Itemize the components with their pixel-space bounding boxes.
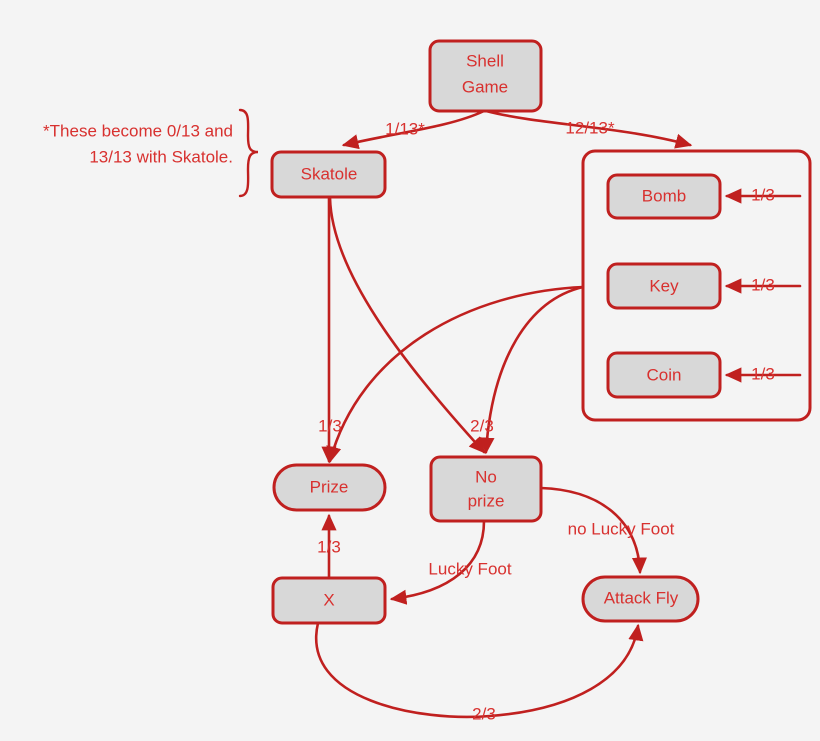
node-no-prize[interactable] [429,455,543,523]
edge-label-skatole-to-prize: 1/3 [318,416,342,435]
edge-x-to-attackfly [314,621,644,719]
node-bomb[interactable] [606,173,722,220]
edge-noprize-to-attackfly [539,486,648,575]
node-key[interactable] [606,262,722,310]
edge-group-to-noprize [479,285,585,455]
node-no-prize-label-line2: prize [468,491,505,510]
edge-label-bomb-input: 1/3 [751,185,775,204]
node-skatole[interactable] [270,150,387,199]
edge-label-noprize-to-attackfly: no Lucky Foot [568,519,675,538]
edge-label-shell-to-skatole: 1/13* [385,119,425,138]
node-no-prize-label-line1: No [475,467,497,486]
footnote-line-1: *These become 0/13 and [43,121,233,140]
edge-label-coin-input: 1/3 [751,364,775,383]
footnote-brace [238,108,259,198]
edge-label-skatole-to-noprize: 2/3 [470,416,494,435]
node-x-label: X [323,590,334,609]
node-coin-label: Coin [647,365,682,384]
node-x[interactable] [271,576,387,625]
node-key-label: Key [649,276,679,295]
edge-shell-to-group [484,109,693,149]
node-attack-fly-label: Attack Fly [604,588,679,607]
node-prize[interactable] [272,463,387,512]
node-bomb-label: Bomb [642,186,686,205]
edge-skatole-to-noprize [328,196,486,454]
edge-noprize-to-x [389,519,486,605]
edge-shell-to-skatole [341,109,486,150]
edge-group-to-prize [326,285,585,464]
edge-label-noprize-to-x: Lucky Foot [428,559,511,578]
node-shell-game-label-line1: Shell [466,51,504,70]
edge-label-shell-to-group: 12/13* [565,118,615,137]
node-attack-fly[interactable] [581,575,700,623]
node-skatole-label: Skatole [301,164,358,183]
node-prize-label: Prize [310,477,349,496]
footnote-line-2: 13/13 with Skatole. [89,147,233,166]
node-shell-game-label-line2: Game [462,77,508,96]
edge-label-key-input: 1/3 [751,275,775,294]
node-shell-game[interactable] [428,39,543,113]
outcome-group-box [581,149,812,422]
edge-label-x-to-prize: 1/3 [317,537,341,556]
edge-label-x-to-attackfly: 2/3 [472,704,496,723]
node-coin[interactable] [606,351,722,399]
